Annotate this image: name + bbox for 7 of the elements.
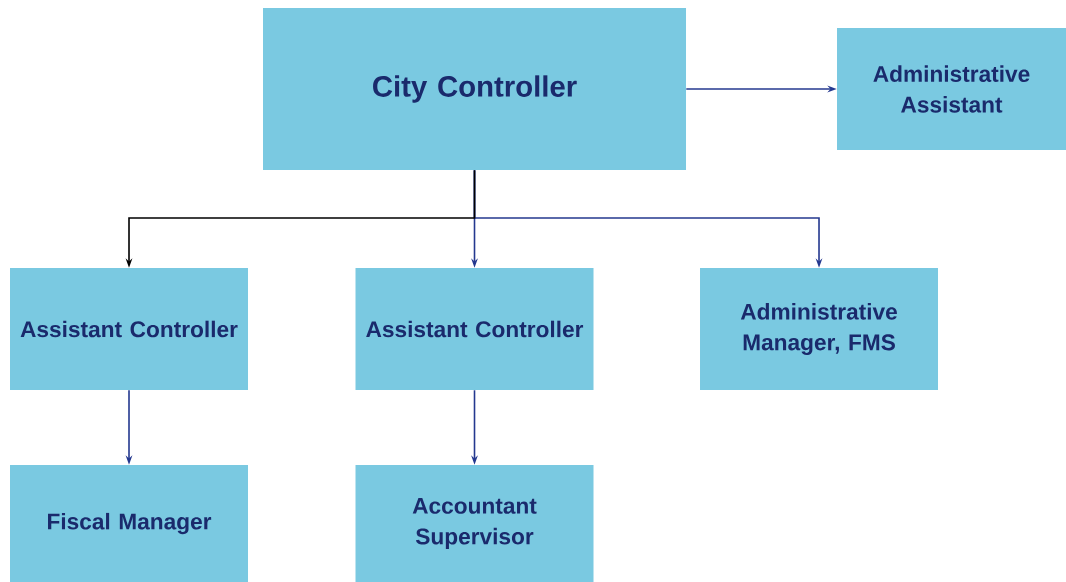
org-box: Accountant Supervisor [355,465,594,582]
org-box: City Controller [263,8,686,170]
org-box: Assistant Controller [355,268,594,390]
org-box: Administrative Assistant [837,28,1066,150]
org-box: Assistant Controller [10,268,248,390]
org-box: Fiscal Manager [10,465,248,582]
org-box: Administrative Manager, FMS [700,268,938,390]
